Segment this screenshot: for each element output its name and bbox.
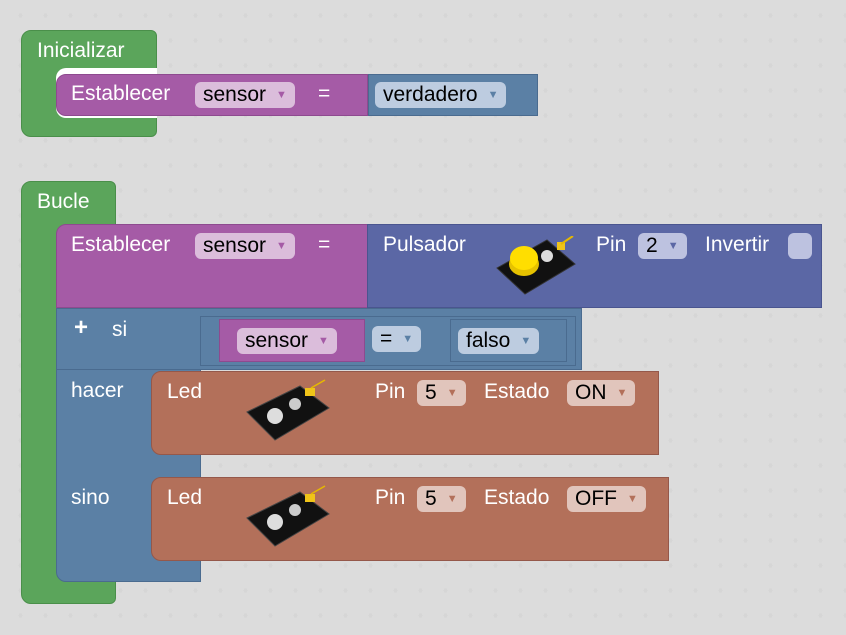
- state-value: ON: [575, 381, 607, 404]
- boolean-value: falso: [466, 329, 511, 352]
- led-module-icon: [246, 379, 330, 441]
- dropdown-arrow-icon: ▼: [627, 493, 638, 505]
- state-value: OFF: [575, 487, 617, 510]
- dropdown-arrow-icon: ▼: [616, 387, 628, 399]
- loop-set-variable-dropdown[interactable]: sensor ▼: [195, 233, 295, 259]
- button-sensor-block[interactable]: [367, 224, 822, 308]
- loop-set-equals: =: [318, 233, 331, 256]
- condition-variable-dropdown[interactable]: sensor ▼: [237, 328, 337, 354]
- dropdown-arrow-icon: ▼: [487, 89, 499, 101]
- led-off-pin-label: Pin: [375, 486, 406, 509]
- variable-name: sensor: [203, 83, 267, 106]
- dropdown-arrow-icon: ▼: [446, 493, 458, 505]
- dropdown-arrow-icon: ▼: [402, 333, 414, 345]
- invert-label: Invertir: [705, 233, 770, 256]
- button-pin-dropdown[interactable]: 2▼: [638, 233, 687, 259]
- led-on-state-label: Estado: [484, 380, 550, 403]
- init-set-label: Establecer: [71, 82, 171, 105]
- push-button-module-icon: [496, 236, 576, 295]
- button-sensor-label: Pulsador: [383, 233, 466, 256]
- led-on-state-dropdown[interactable]: ON ▼: [567, 380, 636, 406]
- pin-value: 5: [425, 381, 437, 404]
- init-set-equals: =: [318, 82, 331, 105]
- else-label: sino: [71, 486, 110, 509]
- dropdown-arrow-icon: ▼: [520, 335, 532, 347]
- dropdown-arrow-icon: ▼: [446, 387, 458, 399]
- init-block-label: Inicializar: [37, 39, 125, 62]
- pin-value: 2: [646, 234, 658, 257]
- button-pin-label: Pin: [596, 233, 627, 256]
- dropdown-arrow-icon: ▼: [667, 240, 679, 252]
- variable-name: sensor: [203, 234, 267, 257]
- boolean-value-dropdown[interactable]: verdadero ▼: [375, 82, 507, 108]
- condition-value-dropdown[interactable]: falso ▼: [458, 328, 540, 354]
- do-label: hacer: [71, 379, 124, 402]
- led-off-label: Led: [167, 486, 203, 509]
- variable-name: sensor: [245, 329, 309, 352]
- pin-value: 5: [425, 487, 437, 510]
- led-on-pin-dropdown[interactable]: 5▼: [417, 380, 466, 406]
- mutator-plus-icon[interactable]: +: [74, 314, 89, 341]
- dropdown-arrow-icon: ▼: [276, 240, 287, 252]
- loop-set-label: Establecer: [71, 233, 171, 256]
- led-off-state-label: Estado: [484, 486, 550, 509]
- operator-dropdown[interactable]: =▼: [372, 326, 422, 352]
- led-on-pin-label: Pin: [375, 380, 406, 403]
- loop-block-label: Bucle: [37, 190, 90, 213]
- if-label: si: [112, 318, 128, 341]
- invert-checkbox[interactable]: [788, 233, 812, 259]
- boolean-value: verdadero: [383, 83, 478, 106]
- dropdown-arrow-icon: ▼: [276, 89, 287, 101]
- led-off-state-dropdown[interactable]: OFF ▼: [567, 486, 646, 512]
- operator-value: =: [380, 327, 393, 350]
- init-set-variable-dropdown[interactable]: sensor ▼: [195, 82, 295, 108]
- led-off-pin-dropdown[interactable]: 5▼: [417, 486, 466, 512]
- led-module-icon: [246, 485, 330, 547]
- dropdown-arrow-icon: ▼: [318, 335, 329, 347]
- led-on-label: Led: [167, 380, 203, 403]
